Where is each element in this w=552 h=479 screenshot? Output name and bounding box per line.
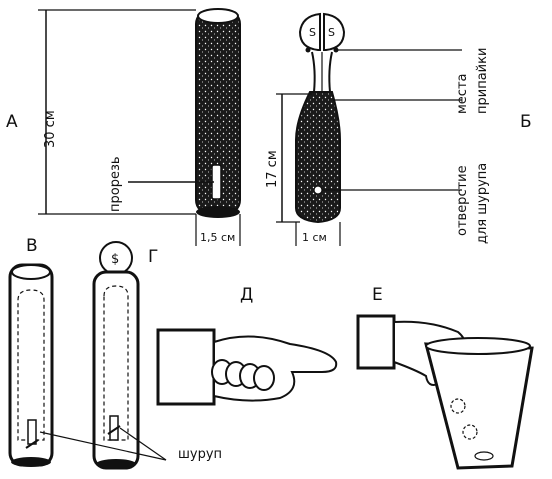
dimension-total-length: 30 см (38, 9, 196, 215)
callout-slot: прорезь (108, 156, 214, 212)
figure-g-tube: $ (92, 241, 140, 470)
dimension-diameter-a: 1,5 см (195, 214, 241, 246)
lower-length-label: 17 см (265, 150, 280, 188)
figure-e-glass (356, 314, 534, 470)
dimension-lower-length: 17 см (265, 93, 312, 223)
screw-hole-label-line2: для шурупа (475, 163, 490, 244)
slot-label: прорезь (108, 156, 123, 212)
svg-text:S: S (328, 26, 335, 39)
screw-hole (313, 185, 323, 195)
label-b: Б (520, 112, 532, 132)
figure-b-tube: S S (295, 12, 346, 224)
diameter-a-label: 1,5 см (200, 231, 235, 244)
dimension-diameter-b: 1 см (295, 222, 341, 246)
solder-label-line2: припайки (475, 48, 490, 114)
figure-a-tube (195, 8, 241, 218)
figure-v-tube (8, 263, 54, 467)
svg-text:$: $ (111, 252, 119, 267)
callout-screw: шуруп (39, 427, 222, 462)
callout-solder-points: места припайки (334, 48, 490, 114)
label-d: Д (240, 285, 253, 305)
callout-screw-hole: отверстие для шурупа (322, 163, 490, 244)
figure-d-hand (156, 328, 338, 406)
screw-label: шуруп (178, 447, 222, 462)
label-a: А (6, 112, 18, 132)
label-e: Е (372, 285, 383, 305)
svg-text:S: S (309, 26, 316, 39)
dimension-total-length-label: 30 см (43, 110, 58, 148)
label-g: Г (148, 247, 158, 267)
label-v: В (26, 236, 38, 256)
diameter-b-label: 1 см (302, 231, 327, 244)
screw-hole-label-line1: отверстие (455, 165, 470, 236)
solder-label-line1: места (455, 74, 470, 115)
